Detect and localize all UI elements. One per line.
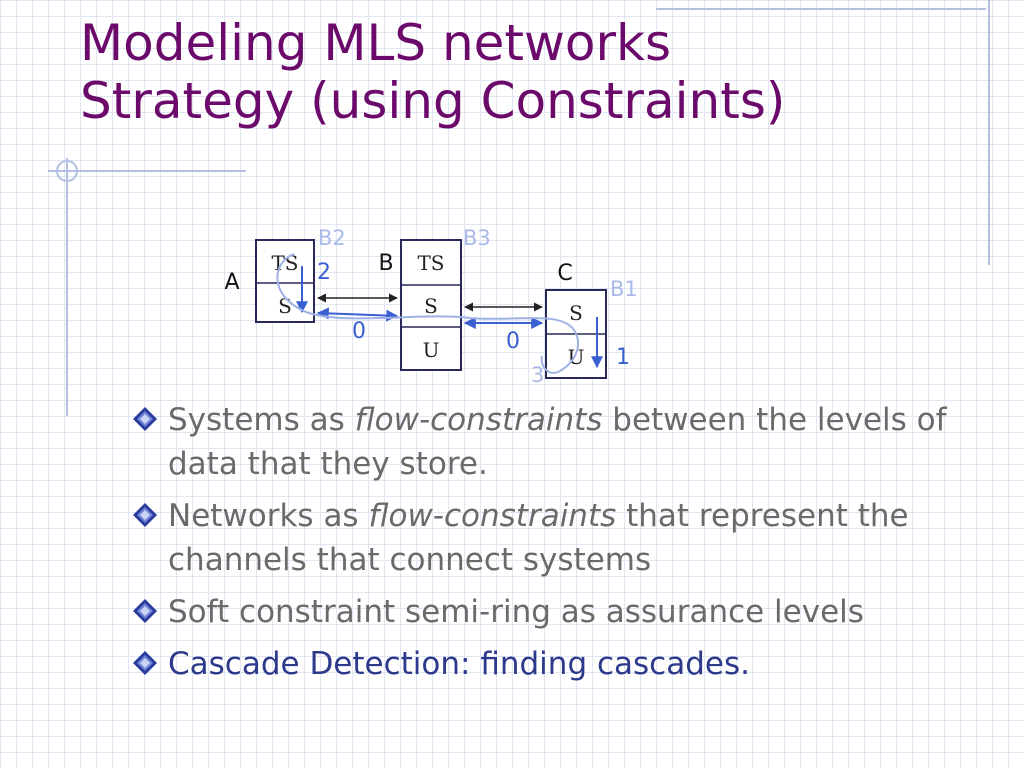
diamond-bullet-icon — [133, 599, 157, 623]
flow-ab-arrow — [316, 307, 399, 322]
bullet-text-em: flow-constraints — [354, 402, 603, 438]
bullet-item: Cascade Detection: finding cascades. — [128, 642, 1008, 686]
label-b1: B1 — [610, 277, 638, 301]
decor-line-mid — [48, 170, 246, 172]
decor-circle — [56, 160, 78, 182]
bullet-text-em: flow-constraints — [368, 498, 617, 534]
slide-title: Modeling MLS networks Strategy (using Co… — [80, 14, 980, 130]
cascade-path — [276, 253, 579, 374]
label-b2: B2 — [318, 226, 346, 250]
label-flow-a: 2 — [317, 260, 331, 285]
bullet-text: Cascade Detection: finding cascades. — [168, 646, 750, 682]
system-a-box: TS S — [255, 239, 315, 323]
system-a-level-ts: TS — [271, 251, 298, 275]
system-b-level-s: S — [424, 294, 438, 318]
system-b-label: B — [378, 251, 393, 276]
system-c-label: C — [557, 261, 572, 286]
bullet-text-post: between the levels of data that they sto… — [168, 402, 947, 482]
bullet-text-pre: Systems as — [168, 402, 355, 438]
system-b-level-u: U — [423, 338, 440, 362]
label-flow-c: 1 — [616, 345, 630, 370]
bullet-text-post: that represent the channels that connect… — [168, 498, 909, 578]
label-b3: B3 — [463, 226, 491, 250]
decor-line-top — [656, 8, 986, 10]
system-b-level-ts: TS — [417, 251, 444, 275]
mls-network-diagram: TS S A TS S U B S U C B2 B3 B1 3 2 1 0 0 — [224, 226, 638, 387]
diamond-bullet-icon — [133, 651, 157, 675]
bullet-text: Soft constraint semi-ring as assurance l… — [168, 594, 864, 630]
bullet-item: Systems as flow-constraints between the … — [128, 398, 1008, 486]
decor-line-right — [988, 0, 990, 265]
bullet-text-pre: Networks as — [168, 498, 369, 534]
label-cascade: 3 — [531, 363, 544, 387]
decor-line-left — [66, 158, 68, 416]
bullet-item: Networks as flow-constraints that repres… — [128, 494, 1008, 582]
diamond-bullet-icon — [133, 503, 157, 527]
label-channel-ab: 0 — [352, 319, 366, 344]
bullet-item: Soft constraint semi-ring as assurance l… — [128, 590, 1008, 634]
system-c-level-u: U — [568, 345, 585, 369]
system-c-level-s: S — [569, 301, 583, 325]
slide-title-line-2: Strategy (using Constraints) — [80, 72, 786, 130]
system-a-label: A — [224, 270, 239, 295]
system-b-box: TS S U — [400, 239, 462, 371]
slide-title-line-1: Modeling MLS networks — [80, 14, 672, 72]
diamond-bullet-icon — [133, 407, 157, 431]
bullet-list: Systems as flow-constraints between the … — [128, 398, 1008, 694]
label-channel-bc: 0 — [506, 329, 520, 354]
